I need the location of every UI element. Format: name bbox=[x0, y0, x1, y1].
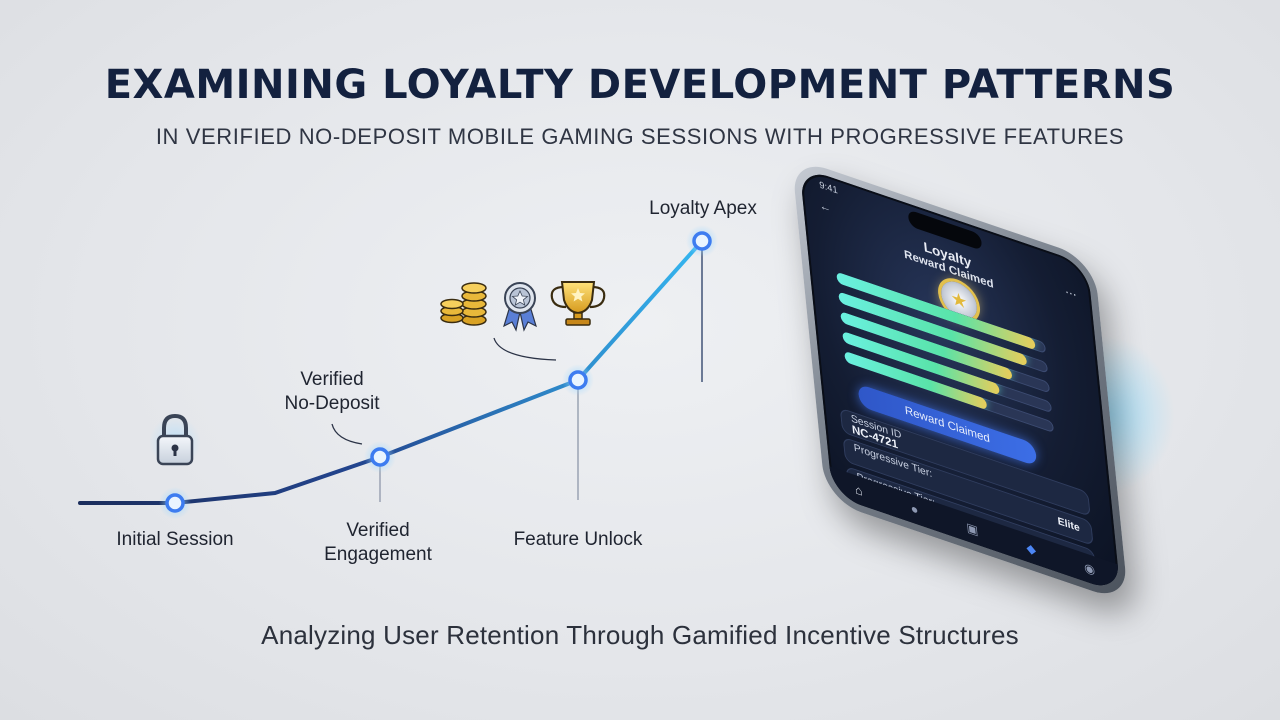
stage-label-line1: Verified bbox=[346, 520, 410, 541]
medal-icon bbox=[503, 282, 537, 332]
trophy-icon bbox=[550, 281, 606, 326]
footer-caption: Analyzing User Retention Through Gamifie… bbox=[261, 620, 1019, 650]
annotation-line1: Verified bbox=[300, 369, 364, 390]
stage-label-initial-session: Initial Session bbox=[116, 529, 234, 550]
page-title: EXAMINING LOYALTY DEVELOPMENT PATTERNS bbox=[104, 62, 1176, 108]
icons-curve bbox=[493, 337, 557, 361]
phone-screen: 9:41 ← ⋯ Loyalty Reward Claimed ★ Reward… bbox=[799, 166, 1121, 594]
page-subtitle: IN VERIFIED NO-DEPOSIT MOBILE GAMING SES… bbox=[155, 124, 1125, 149]
node-loyalty-apex bbox=[686, 225, 718, 257]
phone-body: 9:41 ← ⋯ Loyalty Reward Claimed ★ Reward… bbox=[791, 156, 1129, 604]
gift-icon[interactable]: ▣ bbox=[965, 519, 979, 539]
node-feature-unlock bbox=[562, 364, 594, 396]
node-initial-session bbox=[159, 487, 191, 519]
lock-icon bbox=[149, 413, 201, 468]
annotation-verified-no-deposit: Verified No-Deposit bbox=[270, 368, 394, 416]
status-time: 9:41 bbox=[818, 179, 839, 196]
coin-stack-icon bbox=[440, 282, 487, 326]
node-verified-engagement bbox=[364, 441, 396, 473]
annotation-curve bbox=[331, 423, 363, 445]
annotation-line2: No-Deposit bbox=[284, 393, 380, 414]
stage-label-line2: Engagement bbox=[324, 544, 432, 565]
coins-icon[interactable]: ● bbox=[909, 500, 919, 518]
stage-label-feature-unlock: Feature Unlock bbox=[513, 529, 643, 550]
rewards-icon[interactable]: ◆ bbox=[1025, 540, 1037, 558]
stage-label-verified-engagement: Verified Engagement bbox=[300, 519, 456, 567]
phone-mockup: 9:41 ← ⋯ Loyalty Reward Claimed ★ Reward… bbox=[745, 156, 1175, 604]
stage-label-loyalty-apex: Loyalty Apex bbox=[649, 198, 757, 219]
profile-icon[interactable]: ◉ bbox=[1083, 559, 1096, 579]
tier-card-value: Elite bbox=[1057, 515, 1081, 535]
home-icon[interactable]: ⌂ bbox=[854, 481, 864, 499]
